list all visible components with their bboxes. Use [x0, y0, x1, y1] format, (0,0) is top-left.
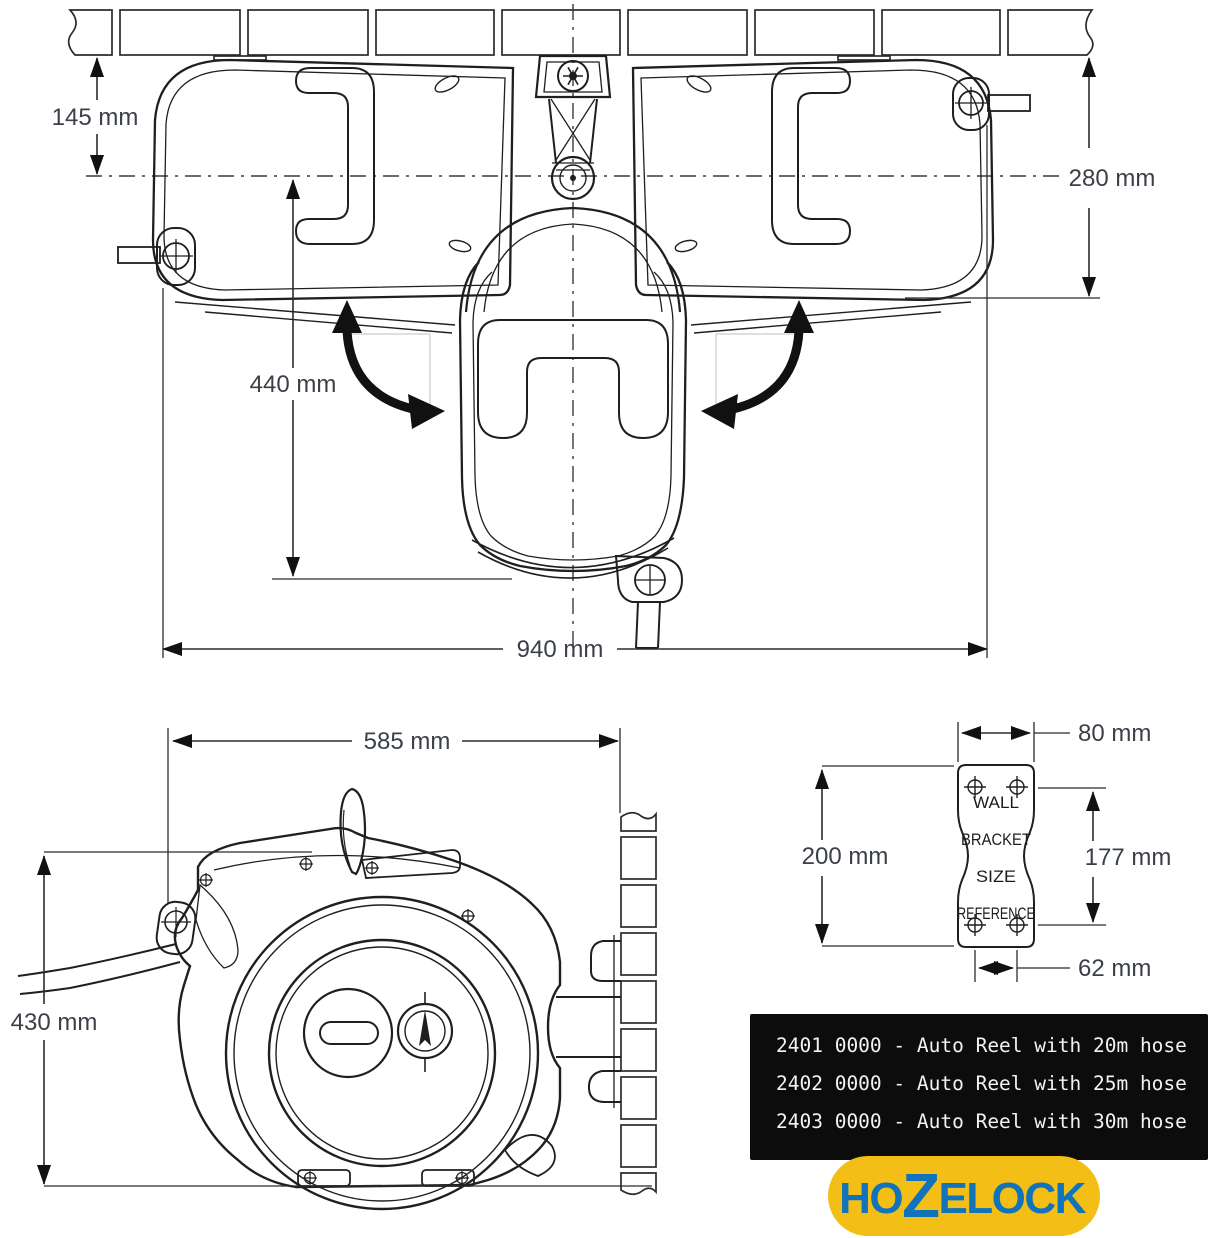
dim-wall-to-center: 145 mm: [52, 57, 139, 175]
dim-label-940: 940 mm: [517, 636, 604, 663]
top-latch: [339, 787, 461, 879]
lock-dial: [396, 992, 454, 1072]
wordmark-post: ELOCK: [938, 1174, 1086, 1223]
dim-label-585: 585 mm: [364, 728, 451, 755]
reel-side-profile: [17, 787, 621, 1211]
bracket-label-line1: WALL: [973, 793, 1019, 812]
hose-guide-left: [17, 900, 197, 995]
wordmark-pre: HO: [839, 1174, 902, 1223]
hose-outlet-bottom: [614, 554, 684, 649]
wall-mount-arm: [556, 935, 621, 1108]
dim-bracket-width: 80 mm: [957, 720, 1151, 762]
codes-background: [750, 1014, 1208, 1160]
wordmark-z: Z: [902, 1162, 939, 1231]
top-view: 145 mm 280 mm 440 mm 940 mm: [52, 4, 1156, 663]
bracket-screw-holes: [964, 776, 1028, 936]
mount-screw-icon: [557, 60, 589, 92]
dim-bracket-height: 200 mm: [802, 765, 954, 947]
base-feet: [297, 1169, 475, 1187]
hose-outlet-right: [952, 77, 1031, 131]
reel-center-position: [458, 261, 688, 649]
product-codes-panel: 2401 0000 - Auto Reel with 20m hose 2402…: [750, 1014, 1208, 1160]
dim-label-145: 145 mm: [52, 104, 139, 131]
body-screws: [199, 857, 475, 1185]
product-code-row-1: 2401 0000 - Auto Reel with 20m hose: [776, 1034, 1187, 1057]
hose-outlet-left: [117, 227, 196, 286]
reel-right-position: [631, 58, 995, 334]
dim-label-440: 440 mm: [250, 371, 337, 398]
dim-label-200: 200 mm: [802, 843, 889, 870]
dim-label-177: 177 mm: [1085, 844, 1172, 871]
hozelock-wordmark: HOZELOCK: [839, 1162, 1087, 1231]
center-slot: [319, 1021, 379, 1045]
rotation-arrow-right: [701, 300, 814, 429]
hose-lines: [17, 943, 181, 995]
dim-label-80: 80 mm: [1078, 720, 1151, 747]
dim-label-62: 62 mm: [1078, 955, 1151, 982]
logo-background: [828, 1156, 1100, 1236]
dim-side-width: 585 mm: [167, 728, 621, 904]
reel-left-position: [151, 58, 515, 334]
drum-center-cap: [302, 987, 394, 1079]
wall-bricks-side: [620, 811, 657, 1196]
wall-bricks-top: [67, 9, 1094, 61]
pivot-mount: [464, 54, 682, 313]
side-view: 585 mm 430 mm: [11, 728, 657, 1211]
bracket-label-line4: REFERENCE: [957, 904, 1035, 923]
bracket-label-line3: SIZE: [976, 867, 1016, 886]
dim-side-height: 430 mm: [11, 851, 652, 1187]
product-code-row-2: 2402 0000 - Auto Reel with 25m hose: [776, 1072, 1187, 1095]
dim-bracket-hole-spacing-h: 62 mm: [974, 950, 1151, 982]
dim-label-430: 430 mm: [11, 1009, 98, 1036]
dim-bracket-hole-spacing-v: 177 mm: [1038, 787, 1172, 926]
bracket-label-line2: BRACKET: [961, 830, 1031, 849]
bracket-reference: WALL BRACKET SIZE REFERENCE 80 mm 200 mm…: [802, 720, 1172, 982]
dim-label-280: 280 mm: [1069, 165, 1156, 192]
rotation-arrow-left: [332, 300, 445, 429]
dim-overall-width: 940 mm: [162, 125, 988, 663]
product-code-row-3: 2403 0000 - Auto Reel with 30m hose: [776, 1110, 1187, 1133]
dim-depth: 280 mm: [905, 57, 1156, 299]
dim-center-drop: 440 mm: [250, 179, 512, 580]
hozelock-logo: HOZELOCK: [828, 1156, 1100, 1236]
